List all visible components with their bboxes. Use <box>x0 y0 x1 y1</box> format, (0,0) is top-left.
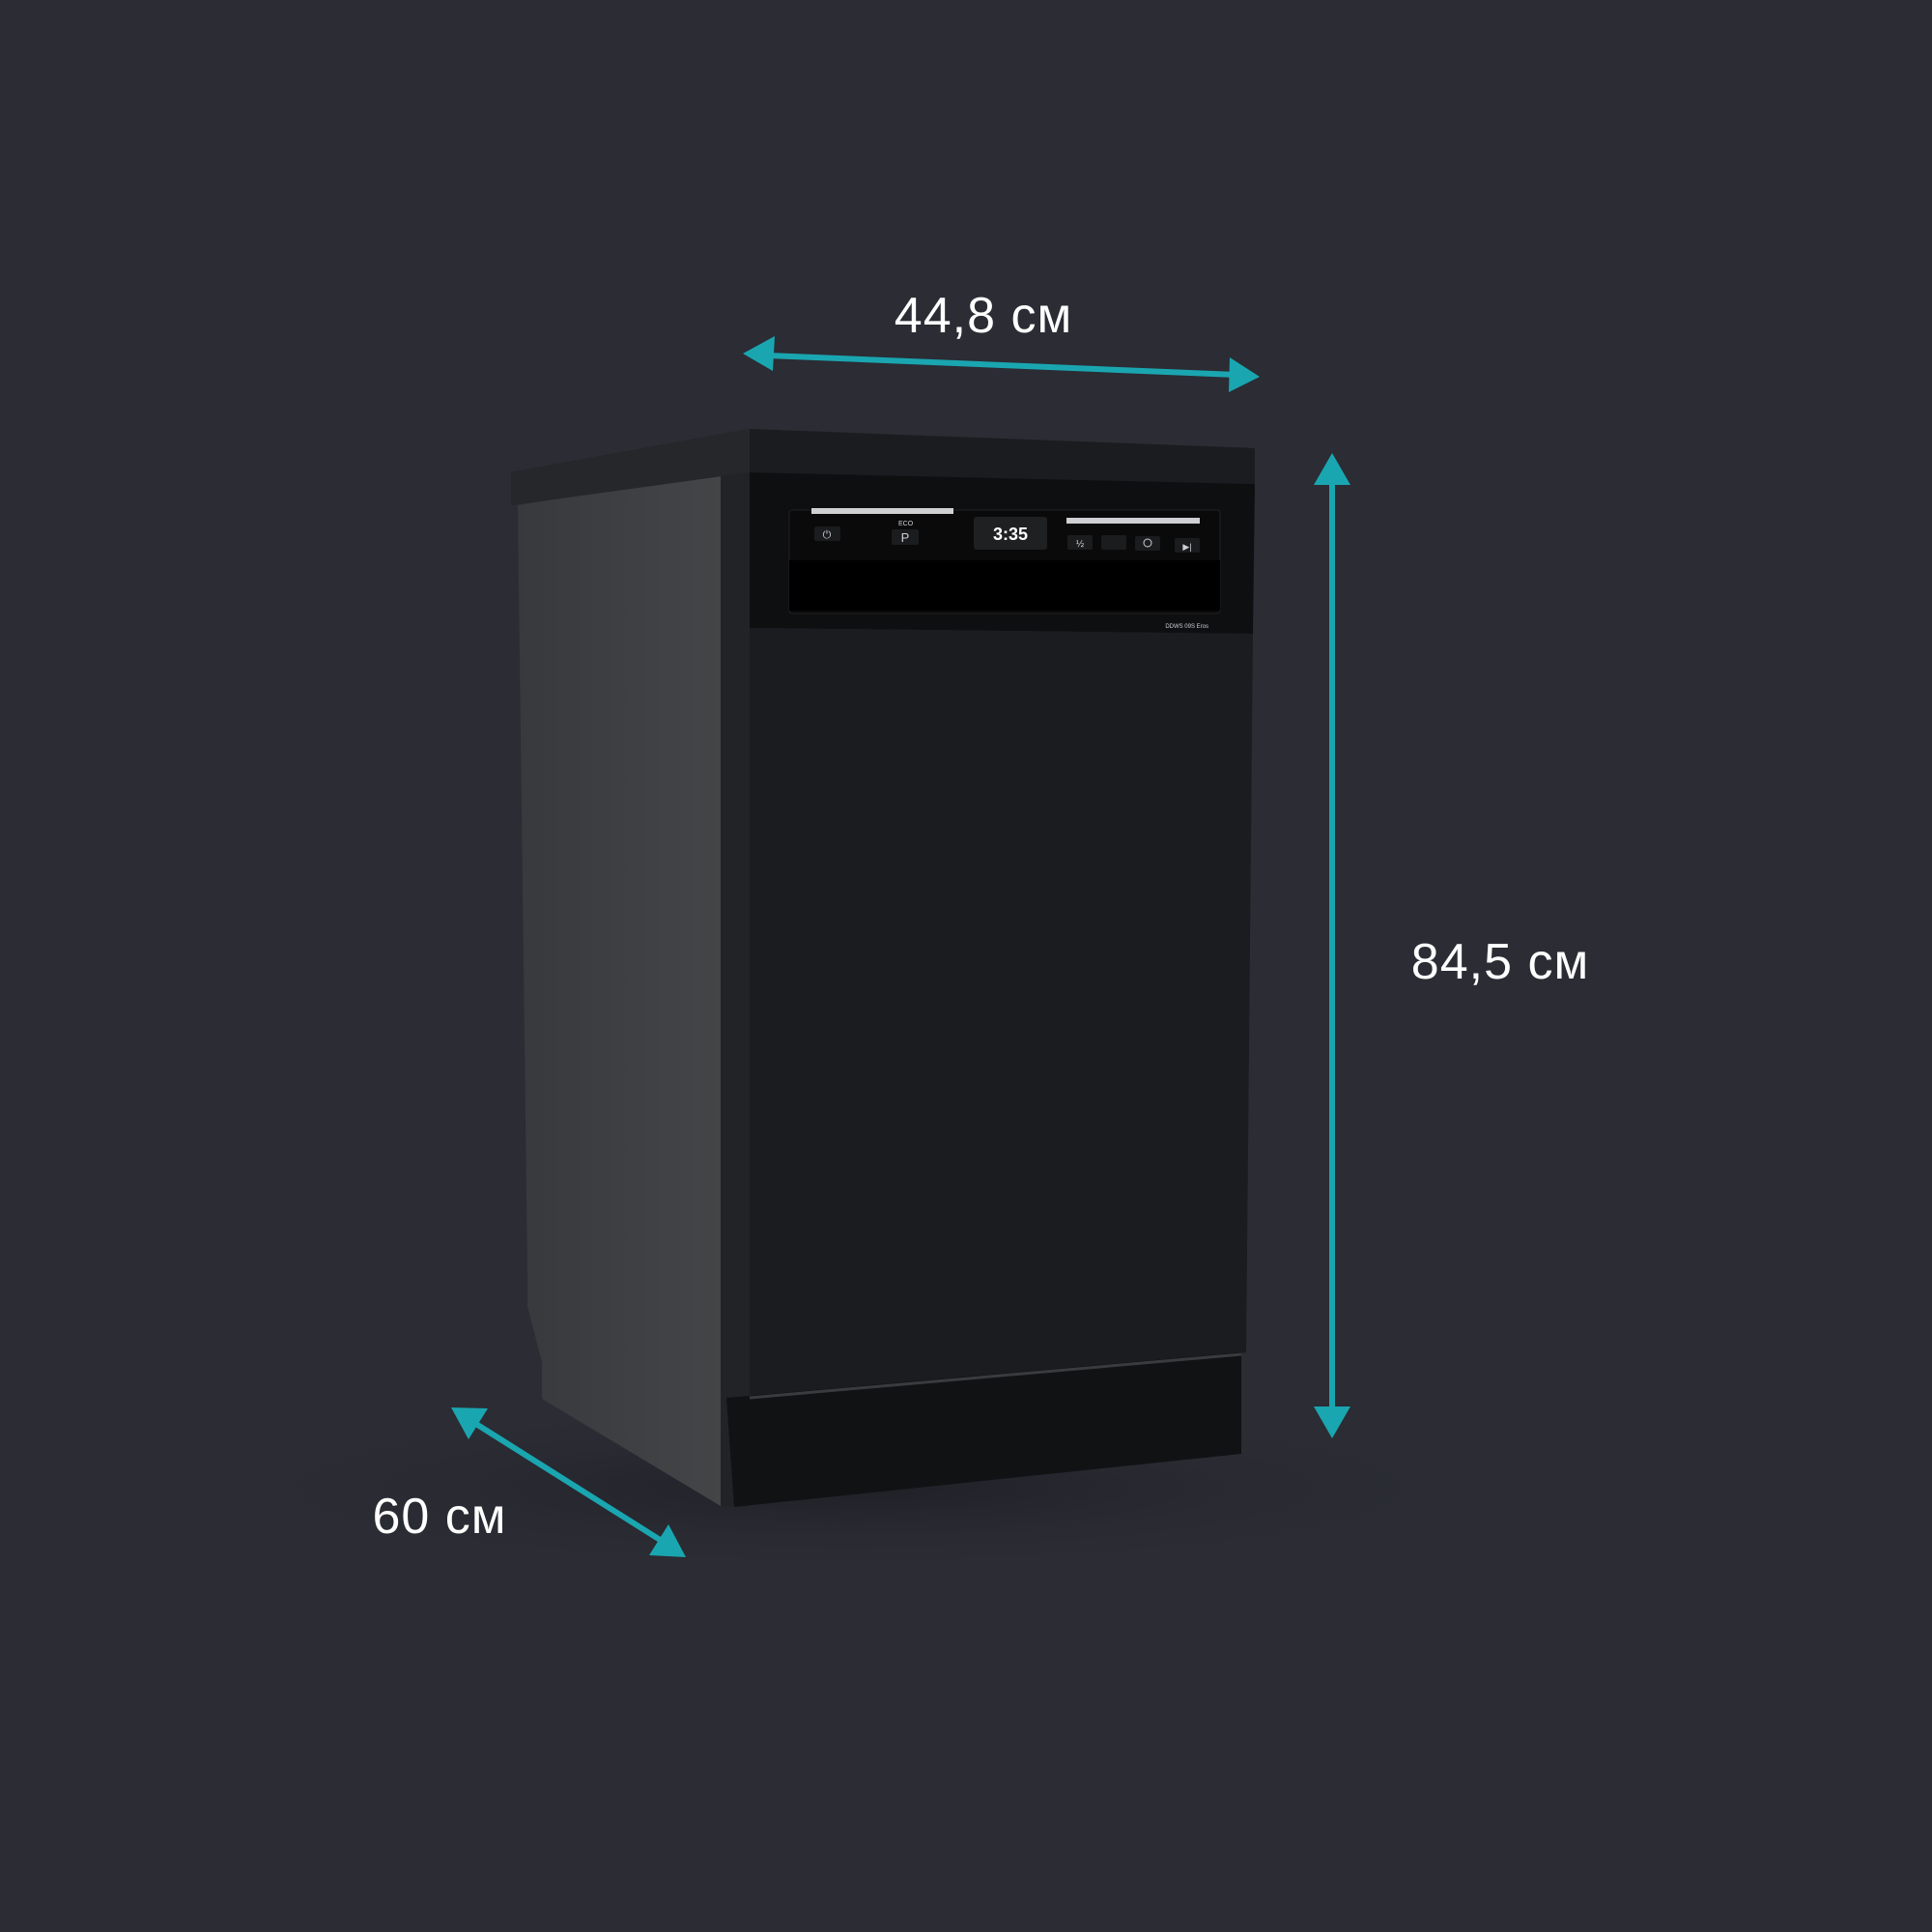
program-button[interactable] <box>892 529 919 545</box>
power-icon: ⏻ <box>823 529 832 541</box>
height-arrow <box>1314 453 1350 1438</box>
kick-plate <box>726 1352 1241 1507</box>
eco-label: ECO <box>898 521 914 527</box>
model-label: DDWS 09S Eros <box>1165 624 1208 630</box>
dishwasher-side-panel <box>518 472 721 1506</box>
half-load-label: ½ <box>1076 539 1085 550</box>
half-load-button[interactable] <box>1067 535 1093 550</box>
dishwasher-door <box>750 628 1253 1398</box>
dishwasher-side-edge <box>721 472 750 1507</box>
top-left-face <box>511 429 750 505</box>
intensive-button[interactable] <box>1101 535 1126 550</box>
height-label: 84,5 см <box>1410 934 1590 990</box>
power-button[interactable] <box>814 526 840 541</box>
clock-icon <box>1143 538 1152 548</box>
time-display <box>974 517 1047 550</box>
width-label: 44,8 см <box>894 288 1073 344</box>
display-time: 3:35 <box>993 525 1028 544</box>
option-indicator-strip <box>1066 518 1200 524</box>
width-arrow <box>743 336 1260 392</box>
program-button-label: P <box>901 530 910 545</box>
depth-label: 60 см <box>372 1489 507 1545</box>
door-bottom-edge <box>749 1352 1242 1400</box>
door-handle-recess <box>789 560 1220 611</box>
delay-timer-button[interactable] <box>1135 536 1160 551</box>
depth-arrow <box>451 1407 686 1557</box>
program-indicator-strip <box>811 508 953 514</box>
play-pause-icon: ▶| <box>1182 542 1191 552</box>
start-pause-button[interactable] <box>1175 538 1200 553</box>
